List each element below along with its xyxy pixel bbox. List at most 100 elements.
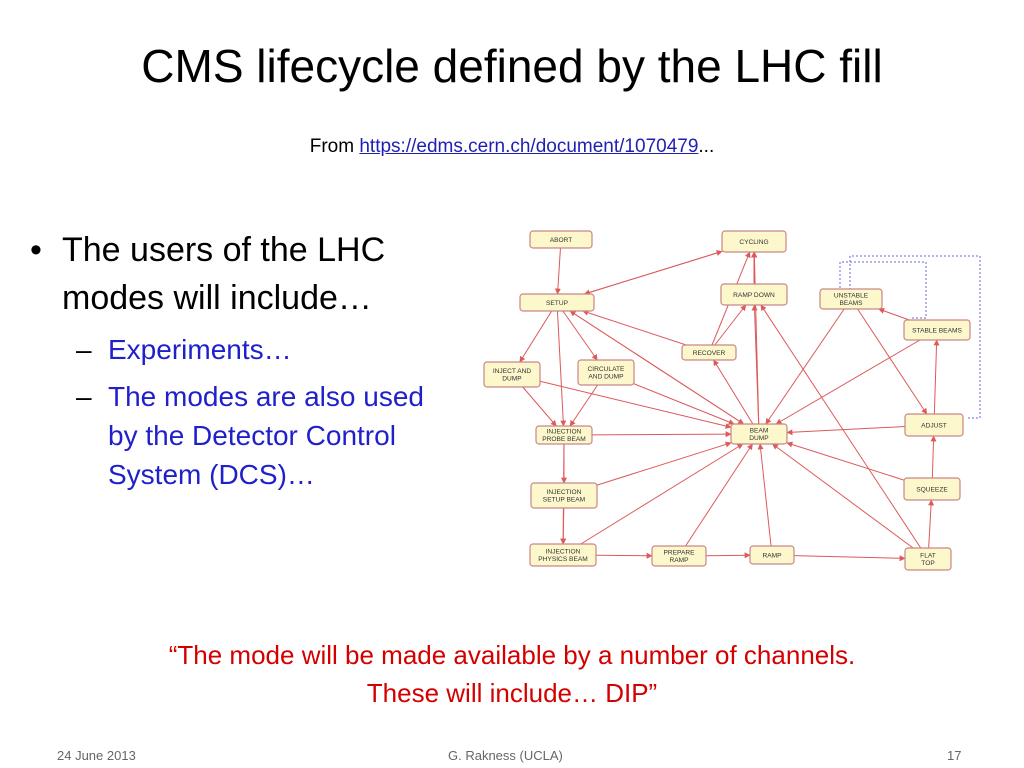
node-label: DUMP (502, 375, 522, 382)
node-abort: ABORT (529, 230, 593, 249)
node-box (529, 230, 593, 249)
edge-flat_top-to-beam_dump (772, 443, 914, 549)
sub-bullet-dcs: – The modes are also used by the Detecto… (76, 377, 460, 494)
source-line: From https://edms.cern.ch/document/10704… (0, 136, 1024, 158)
edge-unstable-to-adjust (857, 308, 928, 415)
edge-adjust-to-beam_dump (786, 425, 906, 436)
node-label: TOP (921, 560, 935, 567)
node-box (577, 359, 635, 386)
node-label: BEAM (750, 428, 769, 435)
node-label: SQUEEZE (916, 486, 948, 493)
node-label: DUMP (749, 435, 769, 442)
edge-abort-to-setup (554, 247, 561, 295)
node-label: SETUP (546, 300, 569, 307)
edge-recover-to-ramp_down (714, 304, 747, 346)
node-label: FLAT (920, 553, 936, 560)
source-link[interactable]: https://edms.cern.ch/document/1070479 (359, 136, 699, 157)
edge-flat_top-to-ramp_down (760, 304, 922, 549)
node-box (651, 545, 707, 567)
node-label: PHYSICS BEAM (538, 556, 587, 563)
node-label: INJECT AND (493, 368, 532, 375)
node-ramp: RAMP (749, 545, 795, 565)
sub-bullet-text: Experiments… (108, 334, 292, 365)
dash-icon: – (76, 334, 92, 365)
node-box (519, 293, 595, 312)
edge-inj_physics-to-beam_dump (580, 443, 744, 545)
node-label: INJECTION (547, 429, 582, 436)
edge-stable-to-unstable (878, 308, 910, 321)
node-box (730, 423, 788, 445)
node-box (535, 425, 593, 445)
edge-adjust-to-stable (933, 339, 940, 415)
node-box (721, 230, 787, 253)
quote: “The mode will be made available by a nu… (0, 636, 1024, 712)
dash-icon: – (76, 381, 92, 412)
footer-page-number: 17 (947, 748, 962, 763)
edge-ramp-to-beam_dump (757, 443, 772, 547)
node-cycling: CYCLING (721, 230, 787, 253)
edge-setup-to-circulate (562, 310, 598, 361)
edge-beam_dump-to-recover (713, 359, 754, 425)
edge-setup-to-inj_probe (556, 310, 567, 427)
node-box (819, 288, 883, 310)
stable-adjust-loop (839, 261, 927, 319)
slide-title: CMS lifecycle defined by the LHC fill (141, 40, 883, 92)
node-label: AND DUMP (588, 373, 624, 380)
bullet-text: The users of the LHC modes will include… (62, 231, 386, 317)
node-label: INJECTION (546, 549, 581, 556)
sub-bullet-experiments: – Experiments… (76, 330, 460, 369)
edge-setup-to-inject_dump (519, 310, 553, 363)
edge-squeeze-to-beam_dump (786, 441, 905, 481)
edge-inj_setup-to-beam_dump (596, 441, 732, 486)
node-label: RECOVER (693, 350, 726, 357)
node-squeeze: SQUEEZE (903, 477, 961, 501)
edge-beam_dump-to-cycling (751, 251, 760, 425)
node-label: CIRCULATE (588, 366, 625, 373)
source-prefix: From (309, 136, 360, 157)
sub-bullet-text: The modes are also used by the Detector … (108, 381, 424, 490)
edge-prepare_ramp-to-beam_dump (685, 443, 753, 547)
node-box (720, 283, 788, 306)
bullet-item: • The users of the LHC modes will includ… (30, 226, 460, 322)
node-box (483, 361, 541, 388)
edge-beam_dump-to-setup (569, 310, 744, 425)
node-box (530, 482, 598, 509)
node-box (681, 344, 737, 361)
edge-inj_probe-to-beam_dump (591, 431, 732, 438)
node-label: STABLE BEAMS (912, 327, 962, 334)
node-recover: RECOVER (681, 344, 737, 361)
node-ramp_down: RAMP DOWN (720, 283, 788, 306)
edge-stable-to-beam_dump (775, 339, 921, 425)
node-box (904, 547, 952, 571)
node-label: PROBE BEAM (542, 436, 586, 443)
node-box (903, 319, 971, 341)
quote-line-2: These will include… DIP” (366, 678, 658, 708)
node-label: CYCLING (739, 239, 768, 246)
node-adjust: ADJUST (904, 413, 964, 437)
node-stable: STABLE BEAMS (903, 319, 971, 341)
node-box (749, 545, 795, 565)
edge-ramp-to-flat_top (793, 555, 906, 562)
bullet-list: • The users of the LHC modes will includ… (30, 226, 460, 494)
node-box (903, 477, 961, 501)
node-label: ADJUST (921, 422, 947, 429)
node-label: INJECTION (547, 489, 582, 496)
node-box (904, 413, 964, 437)
node-box (529, 543, 597, 567)
footer-date: 24 June 2013 (57, 748, 136, 763)
bullet-dot-icon: • (30, 231, 42, 269)
node-label: RAMP (669, 557, 689, 564)
edge-circulate-to-beam_dump (633, 383, 735, 425)
edge-inject_dump-to-beam_dump (539, 380, 732, 429)
node-label: ABORT (550, 237, 573, 244)
edge-recover-to-setup (582, 309, 687, 346)
node-label: PREPARE (663, 550, 695, 557)
